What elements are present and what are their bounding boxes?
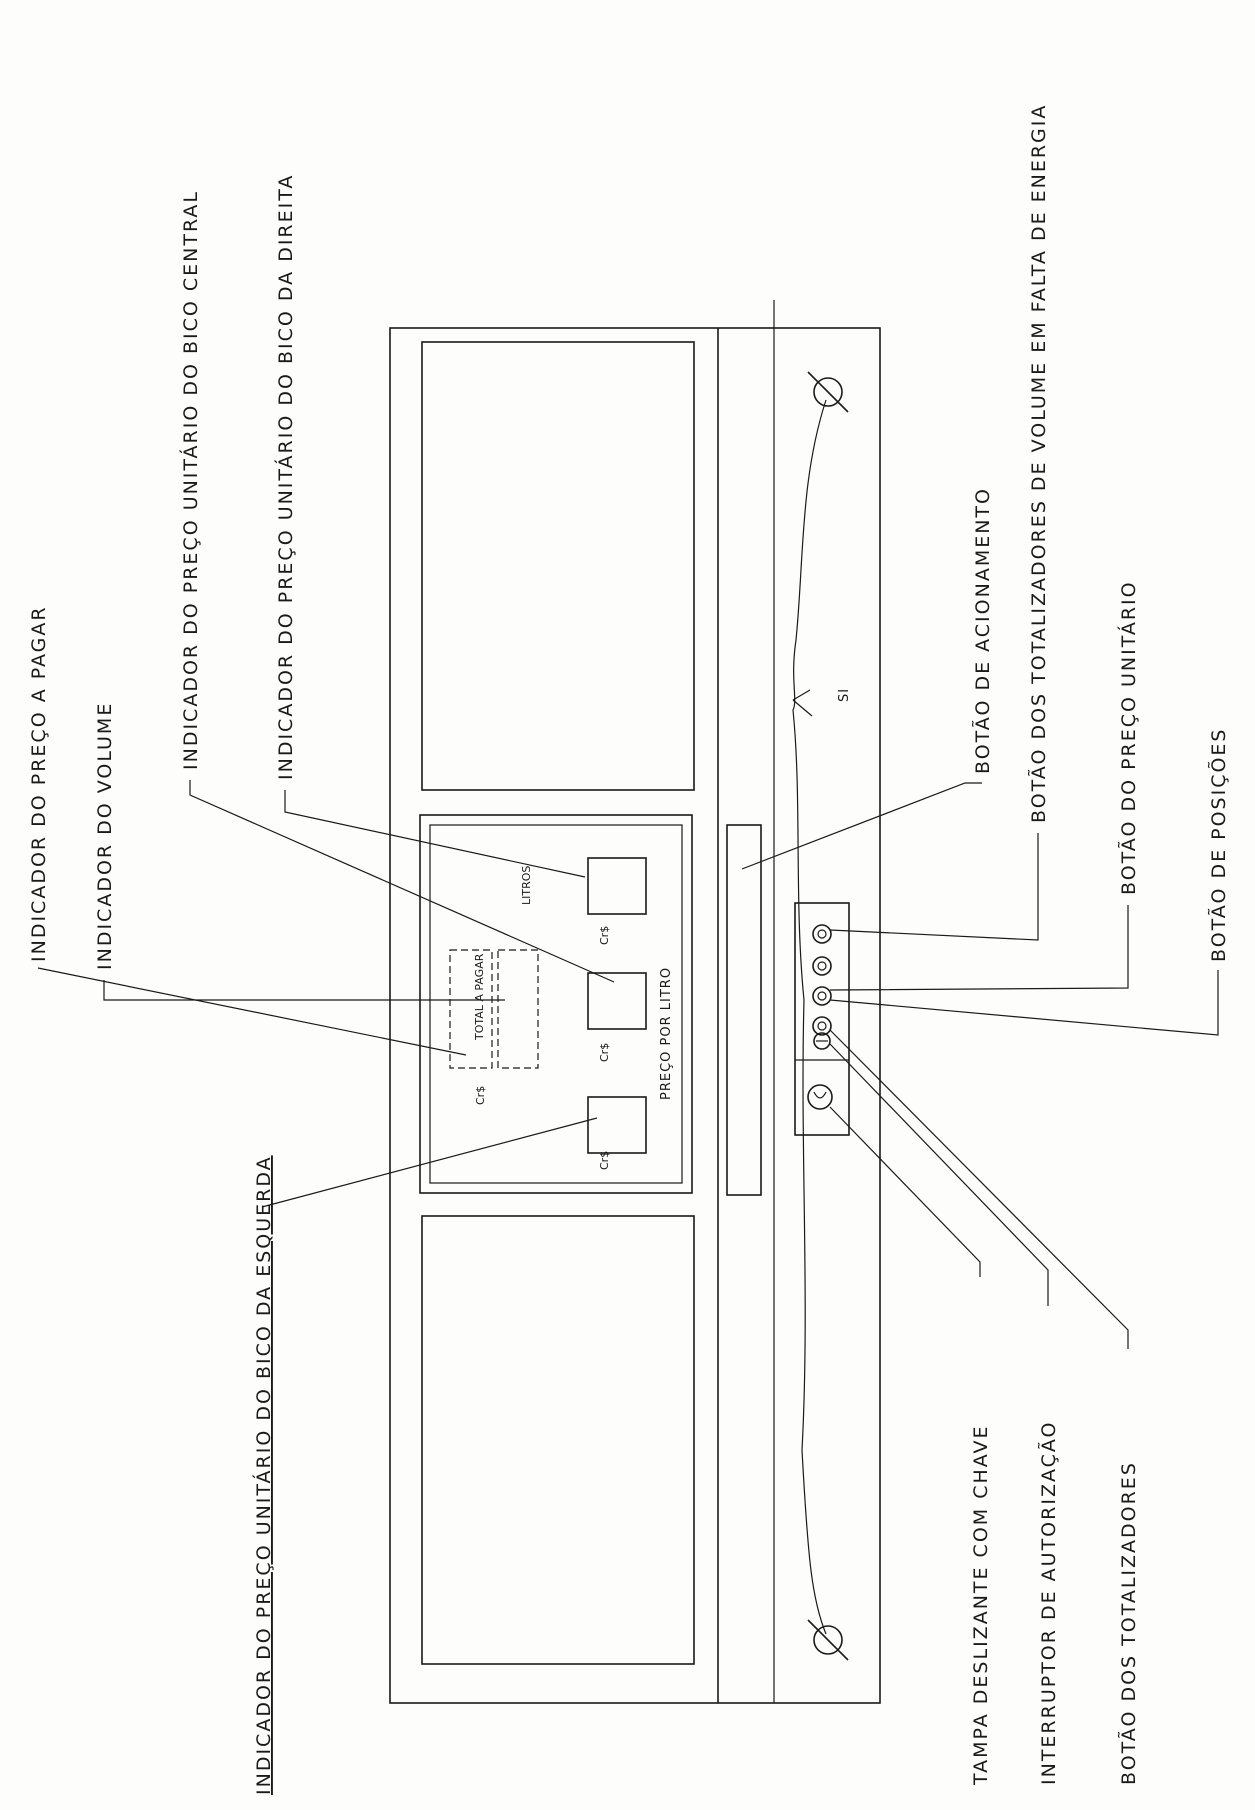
callout-tampa: TAMPA DESLIZANTE COM CHAVE <box>970 1424 992 1786</box>
control-strip <box>794 902 850 1136</box>
control-button-knobs <box>812 924 832 1036</box>
seal-label: SI <box>837 688 852 702</box>
screw-icon-bottom <box>807 1619 849 1661</box>
callout-volume: INDICADOR DO VOLUME <box>94 702 116 970</box>
callout-acionamento: BOTÃO DE ACIONAMENTO <box>971 487 994 774</box>
activation-button-slot <box>726 824 762 1196</box>
display-window-left <box>421 1215 695 1665</box>
key-cover-icon <box>807 1084 833 1110</box>
callout-preco-unitario: BOTÃO DO PREÇO UNITÁRIO <box>1117 580 1140 895</box>
screw-icon-top <box>807 371 849 413</box>
callout-posicoes: BOTÃO DE POSIÇÕES <box>1207 728 1230 962</box>
total-a-pagar-display <box>449 949 493 1069</box>
unit-price-box-left <box>587 1096 647 1154</box>
callout-bico-esquerda: INDICADOR DO PREÇO UNITÁRIO DO BICO DA E… <box>252 1155 275 1795</box>
display-window-right <box>421 341 695 791</box>
seal-wire <box>792 399 827 1635</box>
currency-label-center: Cr$ <box>598 1043 611 1062</box>
callout-interruptor: INTERRUPTOR DE AUTORIZAÇÃO <box>1037 1420 1060 1785</box>
total-a-pagar-label: TOTAL A PAGAR <box>473 953 486 1041</box>
dispenser-front-panel <box>389 300 881 1704</box>
callout-totalizadores: BOTÃO DOS TOTALIZADORES <box>1117 1461 1140 1785</box>
callout-bico-direita: INDICADOR DO PREÇO UNITÁRIO DO BICO DA D… <box>274 174 297 780</box>
litros-label: LITROS <box>520 866 533 905</box>
authorization-switch-icon <box>813 1032 831 1050</box>
indicator-block <box>419 814 693 1194</box>
unit-price-box-right <box>587 857 647 915</box>
litros-display <box>497 949 539 1069</box>
currency-label-left: Cr$ <box>598 1151 611 1170</box>
callout-preco-a-pagar: INDICADOR DO PREÇO A PAGAR <box>28 605 50 962</box>
callout-totalizadores-falta-energia: BOTÃO DOS TOTALIZADORES DE VOLUME EM FAL… <box>1027 104 1050 823</box>
unit-price-box-center <box>587 972 647 1030</box>
currency-label-right: Cr$ <box>598 926 611 945</box>
preco-por-litro-label: PREÇO POR LITRO <box>659 967 674 1100</box>
callout-bico-central: INDICADOR DO PREÇO UNITÁRIO DO BICO CENT… <box>179 190 202 770</box>
currency-label-total: Cr$ <box>474 1086 487 1105</box>
leader-lines <box>37 780 1219 1349</box>
